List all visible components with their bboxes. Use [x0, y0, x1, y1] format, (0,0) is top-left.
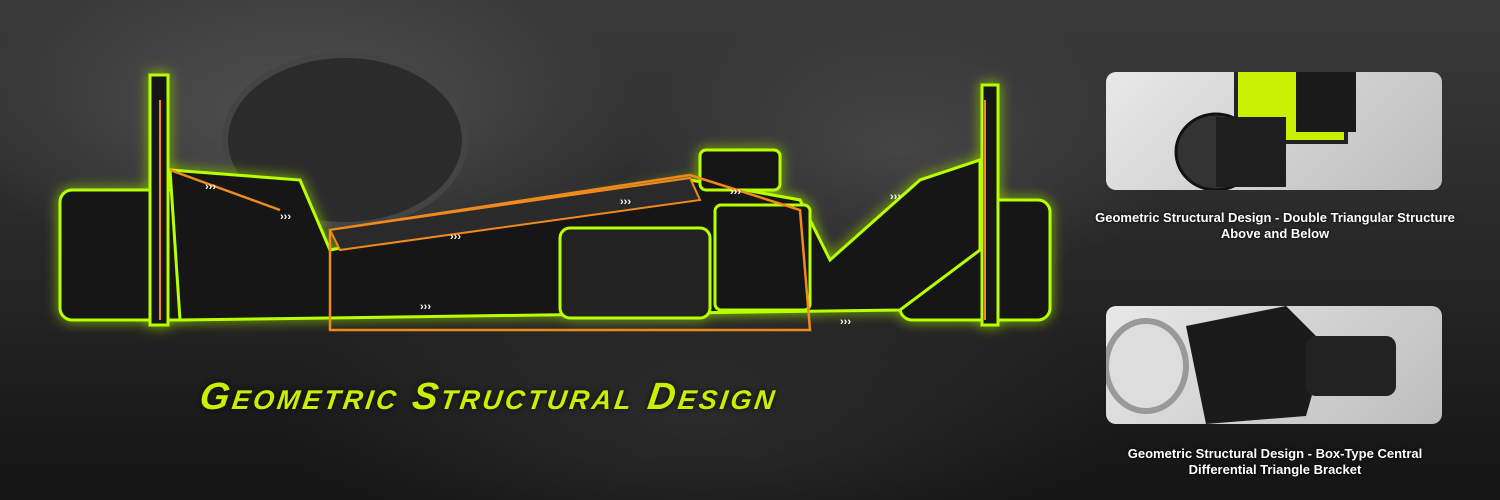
frame-outline — [169, 168, 812, 332]
svg-text:›››: ››› — [730, 186, 741, 198]
svg-text:›››: ››› — [205, 181, 216, 193]
carbon-brace — [328, 176, 702, 252]
feature-caption-2: Geometric Structural Design - Box-Type C… — [1127, 446, 1423, 477]
banner-title: Geometric Structural Design — [197, 376, 781, 418]
chassis-illustration: ››› ››› ››› ››› ››› ››› ››› ››› — [58, 52, 1052, 332]
direction-arrows: ››› ››› ››› ››› ››› ››› ››› ››› — [205, 181, 901, 328]
motor — [558, 226, 712, 320]
svg-text:›››: ››› — [420, 301, 431, 313]
feature-caption-1: Geometric Structural Design - Double Tri… — [1095, 210, 1455, 241]
svg-text:›››: ››› — [620, 196, 631, 208]
center-box — [713, 203, 812, 312]
servo-handle — [698, 148, 782, 192]
svg-text:›››: ››› — [840, 316, 851, 328]
svg-text:›››: ››› — [890, 191, 901, 203]
feature-image-box-bracket — [1106, 306, 1442, 424]
motor-mount-image — [1174, 72, 1356, 190]
svg-text:›››: ››› — [280, 211, 291, 223]
center-diff-image — [1106, 306, 1396, 424]
svg-text:›››: ››› — [450, 231, 461, 243]
feature-image-double-triangle — [1106, 72, 1442, 190]
